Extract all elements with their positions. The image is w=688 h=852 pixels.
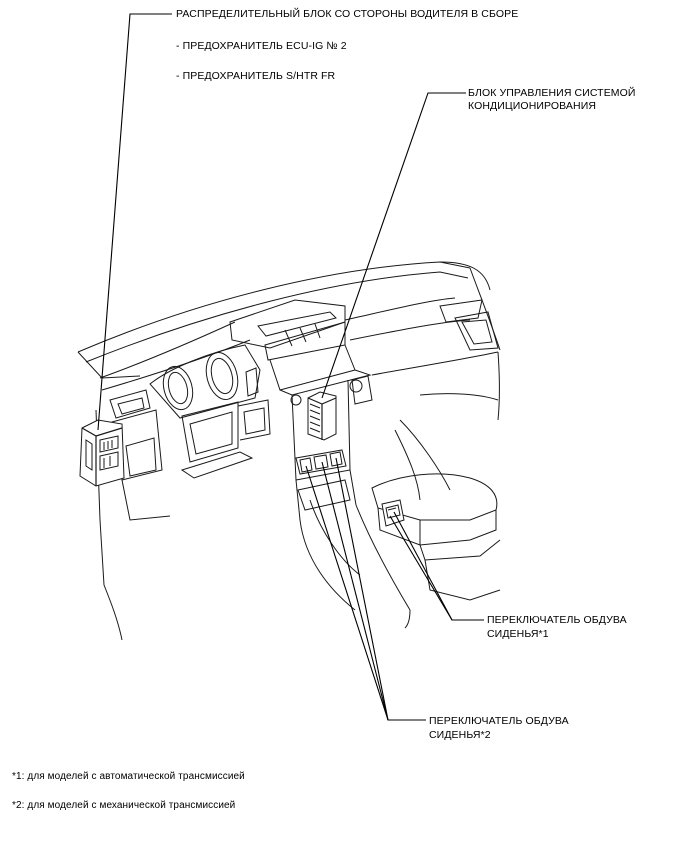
right-vent: [439, 299, 499, 351]
center-display: [229, 299, 372, 396]
footnote-2: *2: для моделей с механической трансмисс…: [12, 800, 236, 811]
seat-switch1-label-line2: СИДЕНЬЯ*1: [487, 628, 549, 640]
seat-switch2-label-line2: СИДЕНЬЯ*2: [429, 729, 491, 741]
seat-switch-panel-2: [295, 449, 347, 475]
instrument-cluster: [149, 344, 261, 419]
center-stack: [290, 375, 411, 629]
armrest: [371, 473, 501, 601]
console: [297, 419, 451, 576]
footnote-1: *1: для моделей с автоматической трансми…: [12, 771, 245, 782]
driver-block-label: РАСПРЕДЕЛИТЕЛЬНЫЙ БЛОК СО СТОРОНЫ ВОДИТЕ…: [176, 8, 519, 20]
ac-control-unit: [307, 391, 337, 441]
driver-junction-block: [79, 419, 125, 487]
steering-column: [180, 399, 271, 479]
fuse-ecu-label: - ПРЕДОХРАНИТЕЛЬ ECU-IG № 2: [176, 40, 347, 52]
fuse-htr-label: - ПРЕДОХРАНИТЕЛЬ S/HTR FR: [176, 70, 336, 82]
ac-block-label-line1: БЛОК УПРАВЛЕНИЯ СИСТЕМОЙ: [468, 87, 636, 99]
dashboard-outline: [77, 261, 501, 641]
seat-switch1-label-line1: ПЕРЕКЛЮЧАТЕЛЬ ОБДУВА: [487, 614, 627, 626]
leader-lines: [97, 13, 484, 721]
ac-block-label-line2: КОНДИЦИОНИРОВАНИЯ: [468, 100, 597, 112]
seat-switch2-label-line1: ПЕРЕКЛЮЧАТЕЛЬ ОБДУВА: [429, 715, 569, 727]
